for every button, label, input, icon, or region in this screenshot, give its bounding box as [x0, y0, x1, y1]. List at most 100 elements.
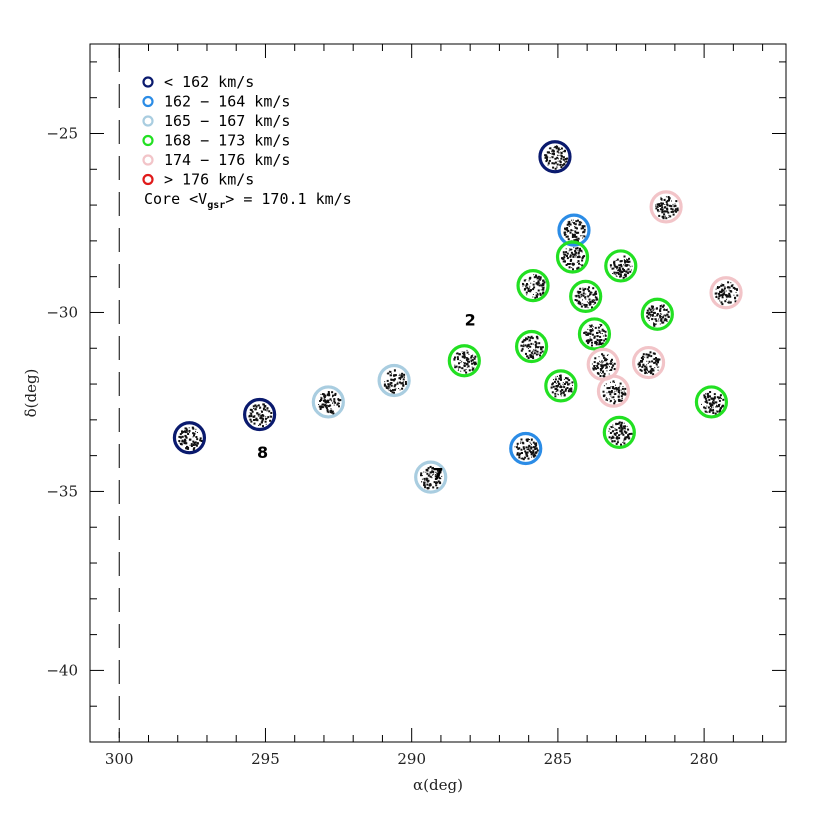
star-dot — [666, 210, 669, 213]
star-dot — [571, 236, 573, 238]
legend-label: < 162 km/s — [164, 73, 254, 91]
star-dot — [571, 221, 573, 223]
star-dot — [531, 456, 532, 458]
star-dot — [597, 362, 599, 364]
field-marker — [557, 213, 591, 247]
star-dot — [736, 294, 739, 297]
star-dot — [654, 315, 656, 317]
star-dot — [709, 409, 712, 412]
star-dot — [254, 404, 257, 407]
star-dot — [654, 361, 657, 364]
star-dot — [319, 407, 321, 409]
star-dot — [613, 432, 616, 435]
star-dot — [577, 251, 580, 254]
star-dot — [615, 442, 618, 445]
star-dot — [569, 254, 572, 257]
star-dot — [646, 360, 648, 362]
star-dot — [647, 317, 650, 320]
star-dot — [606, 355, 608, 356]
star-dot — [587, 333, 589, 336]
star-dot — [588, 302, 590, 304]
star-dot — [710, 407, 712, 408]
star-dot — [402, 378, 405, 381]
star-dot — [526, 451, 529, 454]
star-dot — [646, 315, 649, 318]
star-dot — [574, 249, 577, 252]
star-dot — [640, 357, 643, 359]
star-dot — [391, 391, 394, 394]
star-dot — [263, 405, 266, 408]
star-dot — [665, 215, 667, 217]
star-dot — [437, 480, 440, 483]
star-dot — [530, 438, 533, 441]
star-dot — [534, 341, 536, 343]
star-dot — [561, 389, 564, 391]
star-dot — [620, 443, 622, 446]
star-dot — [520, 349, 523, 352]
star-dot — [576, 299, 579, 302]
star-dot — [574, 299, 577, 301]
star-dot — [667, 196, 670, 198]
star-dot — [560, 385, 563, 388]
star-dot — [390, 378, 393, 381]
star-dot — [524, 450, 527, 453]
star-dot — [428, 484, 431, 487]
star-dot — [703, 394, 706, 397]
star-dot — [525, 291, 528, 294]
star-dot — [586, 339, 588, 341]
star-dot — [463, 362, 465, 364]
star-dot — [704, 407, 707, 410]
star-dot — [186, 445, 188, 448]
star-dot — [624, 436, 627, 439]
star-dot — [525, 438, 528, 441]
star-dot — [459, 359, 461, 361]
star-dot — [559, 378, 561, 380]
star-dot — [712, 402, 715, 405]
star-dot — [619, 424, 622, 427]
star-dot — [520, 438, 523, 441]
star-dot — [562, 151, 564, 152]
star-dot — [609, 428, 611, 430]
star-dot — [577, 240, 579, 243]
star-dot — [611, 366, 614, 369]
star-dot — [525, 453, 528, 456]
star-dot — [541, 288, 544, 291]
star-dot — [610, 381, 611, 383]
star-dot — [563, 163, 566, 166]
star-dot — [582, 230, 585, 233]
star-dot — [655, 324, 657, 326]
star-dot — [323, 393, 326, 396]
star-dot — [707, 394, 710, 397]
star-dot — [581, 251, 583, 253]
star-dot — [626, 269, 628, 271]
star-dot — [526, 286, 529, 289]
star-dot — [617, 273, 620, 276]
star-dot — [537, 346, 539, 349]
star-dot — [668, 214, 670, 216]
star-dot — [255, 405, 258, 408]
star-dot — [565, 381, 568, 384]
star-dot — [615, 387, 618, 389]
star-dot — [708, 392, 710, 394]
star-dot — [648, 360, 651, 363]
star-dot — [581, 250, 583, 252]
star-dot — [714, 412, 717, 415]
star-dot — [185, 428, 187, 430]
star-dot — [564, 160, 566, 162]
star-dot — [672, 203, 674, 205]
star-dot — [559, 160, 562, 163]
star-dot — [588, 298, 591, 301]
star-dot — [533, 280, 535, 282]
star-dot — [613, 440, 616, 443]
star-dot — [421, 478, 423, 480]
star-dot — [530, 446, 533, 449]
star-dot — [624, 425, 626, 428]
star-dot — [263, 404, 265, 405]
star-dot — [638, 364, 641, 367]
star-dot — [426, 487, 429, 489]
star-dot — [591, 300, 594, 303]
star-dot — [525, 286, 527, 288]
star-dot — [328, 402, 330, 403]
star-dot — [592, 328, 593, 330]
star-dot — [662, 202, 664, 205]
